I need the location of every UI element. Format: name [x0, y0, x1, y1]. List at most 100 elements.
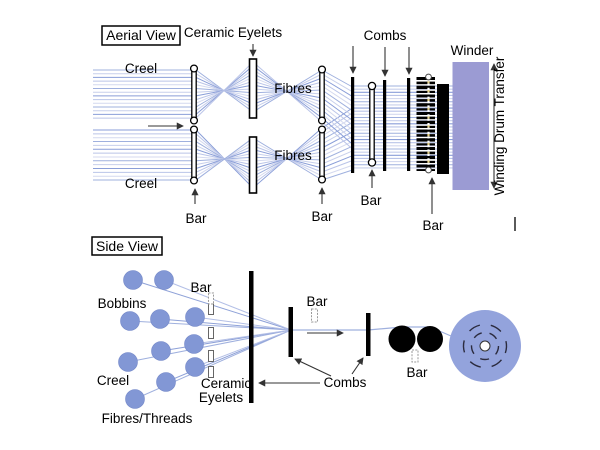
- fiber-line: [321, 117, 353, 145]
- bar-combs-label: Bar: [360, 193, 382, 208]
- side-creel-label: Creel: [97, 373, 129, 388]
- fiber-line: [195, 137, 254, 181]
- thread-line: [163, 279, 292, 331]
- aerial-comb-3: [407, 78, 411, 171]
- fiber-line: [321, 89, 353, 112]
- reed-comb-tooth: [416, 108, 435, 111]
- ceramic-eyelet: [208, 327, 214, 339]
- roller-2: [417, 326, 443, 352]
- side-bar-eyelets-label: Bar: [190, 280, 212, 295]
- fiber-line: [195, 61, 254, 119]
- fiber-line: [321, 136, 353, 153]
- side-ceramic-label-1: Ceramic: [201, 376, 252, 391]
- reed-comb-tooth: [416, 116, 435, 120]
- bobbin: [185, 357, 205, 377]
- fiber-line: [321, 105, 353, 131]
- fiber-line: [321, 140, 353, 157]
- fiber-line: [321, 93, 353, 117]
- fiber-line: [252, 137, 323, 181]
- bobbin: [125, 389, 145, 409]
- side-bar-mid-label: Bar: [306, 294, 328, 309]
- bobbins-label: Bobbins: [98, 296, 147, 311]
- thread-line: [194, 316, 292, 331]
- aerial-bar-creel: [189, 64, 199, 185]
- side-bar-icon-mid: [311, 308, 318, 323]
- roller-1: [388, 325, 416, 353]
- fibres-bottom-label: Fibres: [274, 148, 312, 163]
- fiber-line: [321, 85, 353, 107]
- bobbin: [118, 352, 138, 372]
- fiber-line: [321, 73, 353, 93]
- fiber-line: [321, 169, 353, 181]
- bobbin: [185, 307, 205, 327]
- thread-line: [193, 329, 292, 345]
- bobbin: [184, 334, 204, 354]
- fiber-line: [321, 77, 353, 97]
- reed-comb-tooth: [416, 99, 435, 102]
- fiber-line: [321, 155, 353, 169]
- reed-comb-teeth: [416, 77, 435, 171]
- reed-comb-tooth: [416, 129, 435, 133]
- reed-comb-tooth: [416, 103, 435, 107]
- aerial-comb-1: [351, 77, 355, 173]
- reed-comb-tooth: [416, 143, 435, 146]
- side-combs-arrow-1: [294, 358, 332, 377]
- side-combs-label: Combs: [324, 375, 367, 390]
- winding-drum-axle: [479, 340, 491, 352]
- side-bar-rollers-label: Bar: [406, 365, 428, 380]
- aerial-thick-bar: [437, 84, 449, 174]
- winding-drum-arc-outer: [462, 323, 508, 369]
- reed-comb-tooth: [416, 112, 435, 115]
- creel-top-label: Creel: [125, 61, 157, 76]
- fiber-line: [321, 113, 353, 140]
- winding-drum-transfer-label: Winding Drum Transfer: [492, 56, 507, 195]
- fibres-threads-label: Fibres/Threads: [102, 411, 193, 426]
- bar-mid-label: Bar: [311, 209, 333, 224]
- fiber-line: [321, 145, 353, 161]
- winder-rectangle: [452, 62, 489, 190]
- reed-rod-knob-bottom: [425, 166, 432, 174]
- fiber-line: [321, 131, 353, 149]
- bobbins-group: [118, 270, 205, 409]
- side-view-diagram: Side View Bobbins Creel Fibres/Threads B…: [91, 236, 521, 426]
- side-comb-1: [288, 307, 293, 357]
- aerial-fiber-lines: [93, 61, 453, 189]
- side-bar-icon-eyelets: [208, 292, 214, 305]
- thread-line: [165, 329, 292, 383]
- ceramic-eyelet: [208, 366, 214, 378]
- fiber-line: [321, 69, 353, 88]
- combs-label: Combs: [364, 28, 407, 43]
- reed-comb-tooth: [416, 155, 435, 160]
- bobbin: [156, 372, 176, 392]
- winding-drum-arc-inner: [470, 331, 500, 361]
- fiber-line: [321, 97, 353, 121]
- side-combs-arrow-2: [351, 357, 364, 375]
- side-comb-2: [366, 313, 371, 356]
- reed-comb-tooth: [416, 147, 435, 150]
- reed-comb-tooth: [416, 134, 435, 137]
- side-bar-icon-rollers: [411, 349, 419, 363]
- bobbin: [150, 309, 170, 329]
- ceramic-eyelets-label: Ceramic Eyelets: [184, 25, 283, 40]
- reed-rod-knob-top: [425, 73, 432, 81]
- aerial-reed-comb: [416, 73, 435, 174]
- winder-label: Winder: [451, 43, 494, 58]
- side-view-title-box: [91, 236, 163, 256]
- bobbin: [123, 270, 143, 290]
- reed-comb-tooth: [416, 94, 435, 98]
- aerial-comb-2: [383, 80, 387, 171]
- reed-comb-tooth: [416, 151, 435, 155]
- side-ceramic-eyelets: [208, 303, 214, 378]
- fiber-line: [252, 61, 323, 123]
- reed-comb-tooth: [416, 81, 435, 85]
- bar-reed-label: Bar: [422, 218, 444, 233]
- side-ceramic-label-2: Eyelets: [199, 390, 244, 405]
- aerial-ceramic-eyelets: [248, 58, 258, 194]
- fiber-line: [321, 101, 353, 126]
- fiber-line: [321, 160, 353, 173]
- fiber-line: [321, 109, 353, 136]
- fiber-line: [321, 164, 353, 177]
- reed-comb-tooth: [416, 125, 435, 128]
- bar-creel-label: Bar: [185, 211, 207, 226]
